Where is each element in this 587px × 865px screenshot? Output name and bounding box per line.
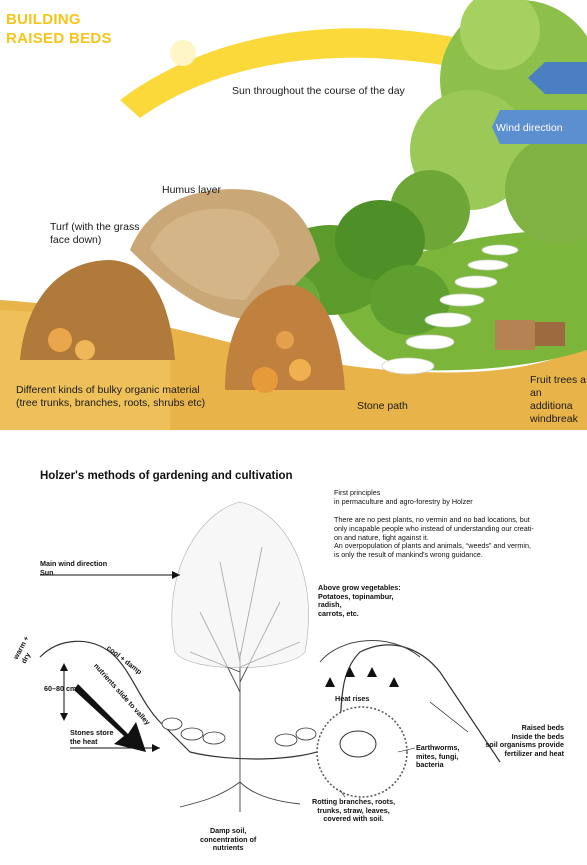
wind-sun-label: Main wind direction Sun	[40, 559, 108, 577]
wind-direction-arrow	[492, 110, 587, 144]
fruit-tree-canopy	[390, 0, 587, 250]
humus-layer-label: Humus layer	[162, 184, 221, 196]
heat-rises-label: Heat rises	[335, 694, 370, 703]
vegetable-mound	[319, 640, 421, 663]
organic-material-label: Different kinds of bulky organic materia…	[16, 384, 206, 409]
sun-path-arc	[120, 28, 470, 118]
top-title: BUILDING RAISED BEDS	[6, 10, 112, 48]
bed-cross-section-left	[20, 260, 175, 360]
crate-icon-2	[535, 322, 565, 346]
rotting-label: Rotting branches, roots, trunks, straw, …	[312, 797, 396, 824]
principles-text: There are no pest plants, no vermin and …	[334, 515, 534, 560]
damp-soil-label: Damp soil, concentration of nutrients	[200, 826, 257, 853]
height-label: 60–80 cm	[44, 684, 77, 693]
wind-arrow-head	[172, 571, 180, 579]
bottom-title: Holzer's methods of gardening and cultiv…	[40, 470, 293, 482]
stones-row	[161, 717, 317, 747]
tree-canopy	[171, 501, 309, 669]
title-line-2: RAISED BEDS	[6, 30, 112, 47]
turf-label: Turf (with the grass face down)	[50, 221, 140, 246]
fruit-trees-label: Fruit trees a an additiona windbreak	[530, 374, 587, 425]
top-illustration-panel: BUILDING RAISED BEDS Sun throughout the …	[0, 0, 587, 430]
crate-icon	[495, 320, 535, 350]
nutrient-arrow	[74, 684, 146, 752]
raised-bed-illustration	[0, 0, 587, 430]
principles-heading: First principles in permaculture and agr…	[334, 488, 473, 506]
stone-path-label: Stone path	[357, 400, 408, 412]
wind-arrow-small	[528, 62, 587, 94]
bottom-diagram-panel: Holzer's methods of gardening and cultiv…	[0, 452, 587, 865]
earthworms-label: Earthworms, mites, fungi, bacteria	[416, 743, 460, 770]
holzer-diagram	[39, 501, 501, 812]
stones-label: Stones store the heat	[70, 728, 114, 746]
raised-beds-label: Raised beds Inside the beds soil organis…	[485, 723, 564, 758]
title-line-1: BUILDING	[6, 11, 81, 28]
sun-path-label: Sun throughout the course of the day	[232, 85, 405, 97]
wind-direction-label: Wind direction	[496, 122, 563, 134]
sun-icon	[170, 40, 196, 66]
stone-path	[381, 244, 519, 375]
vegetables-label: Above grow vegetables: Potatoes, topinam…	[318, 583, 401, 618]
log-core	[339, 730, 377, 758]
heat-arrows	[325, 667, 399, 687]
